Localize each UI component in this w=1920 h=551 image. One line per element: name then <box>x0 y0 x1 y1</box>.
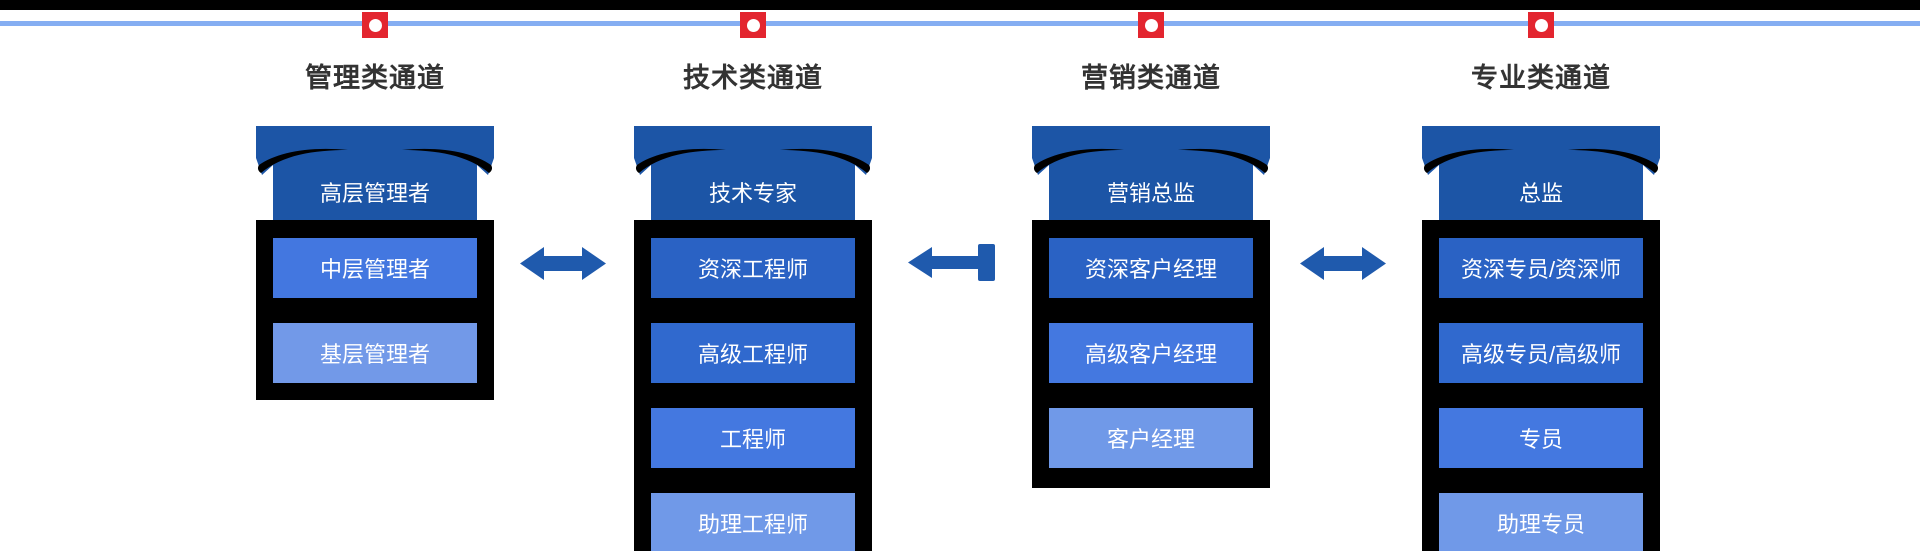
level-box: 助理专员 <box>1439 493 1643 551</box>
banner-ribbon-icon <box>256 126 494 222</box>
level-box: 资深工程师 <box>651 238 855 298</box>
level-box: 资深客户经理 <box>1049 238 1253 298</box>
channel-marketing: 营销类通道 营销总监 资深客户经理 高级客户经理 客户经理 <box>1032 0 1270 551</box>
left-arrow-icon <box>908 244 995 281</box>
timeline-node <box>740 12 766 38</box>
channel-technical: 技术类通道 技术专家 资深工程师 高级工程师 工程师 助理工程师 <box>634 0 872 551</box>
level-box: 基层管理者 <box>273 323 477 383</box>
banner-ribbon-icon <box>1032 126 1270 222</box>
timeline-node-dot-icon <box>368 18 382 32</box>
timeline-node <box>362 12 388 38</box>
channel-title: 专业类通道 <box>1471 63 1611 93</box>
ladder-frame: 资深专员/资深师 高级专员/高级师 专员 助理专员 <box>1422 220 1660 551</box>
ladder-top-banner: 营销总监 <box>1032 126 1270 222</box>
level-box: 工程师 <box>651 408 855 468</box>
ladder-frame: 资深客户经理 高级客户经理 客户经理 <box>1032 220 1270 488</box>
channel-top-level: 技术专家 <box>708 181 797 206</box>
double-arrow-icon <box>1300 246 1386 281</box>
channel-management: 管理类通道 高层管理者 中层管理者 基层管理者 <box>256 0 494 551</box>
banner-ribbon-icon <box>634 126 872 222</box>
channel-title: 技术类通道 <box>683 63 823 93</box>
timeline-node <box>1138 12 1164 38</box>
ladder-frame: 资深工程师 高级工程师 工程师 助理工程师 <box>634 220 872 551</box>
banner-ribbon-icon <box>1422 126 1660 222</box>
channel-top-level: 营销总监 <box>1106 181 1195 206</box>
level-box: 高级专员/高级师 <box>1439 323 1643 383</box>
channel-professional: 专业类通道 总监 资深专员/资深师 高级专员/高级师 专员 助理专员 <box>1422 0 1660 551</box>
level-box: 专员 <box>1439 408 1643 468</box>
double-arrow-icon <box>520 246 606 281</box>
level-box: 高级客户经理 <box>1049 323 1253 383</box>
level-box: 助理工程师 <box>651 493 855 551</box>
channel-top-level: 总监 <box>1518 181 1563 206</box>
channel-top-level: 高层管理者 <box>319 181 430 206</box>
channel-title: 管理类通道 <box>305 63 445 93</box>
level-box: 高级工程师 <box>651 323 855 383</box>
ladder-top-banner: 总监 <box>1422 126 1660 222</box>
top-border-bar <box>0 0 1920 10</box>
level-box: 客户经理 <box>1049 408 1253 468</box>
ladder-top-banner: 技术专家 <box>634 126 872 222</box>
timeline-node <box>1528 12 1554 38</box>
ladder-frame: 中层管理者 基层管理者 <box>256 220 494 400</box>
channel-title: 营销类通道 <box>1081 63 1221 93</box>
level-box: 资深专员/资深师 <box>1439 238 1643 298</box>
timeline-node-dot-icon <box>746 18 760 32</box>
timeline-line <box>0 21 1920 26</box>
timeline-node-dot-icon <box>1144 18 1158 32</box>
level-box: 中层管理者 <box>273 238 477 298</box>
ladder-top-banner: 高层管理者 <box>256 126 494 222</box>
timeline-node-dot-icon <box>1534 18 1548 32</box>
